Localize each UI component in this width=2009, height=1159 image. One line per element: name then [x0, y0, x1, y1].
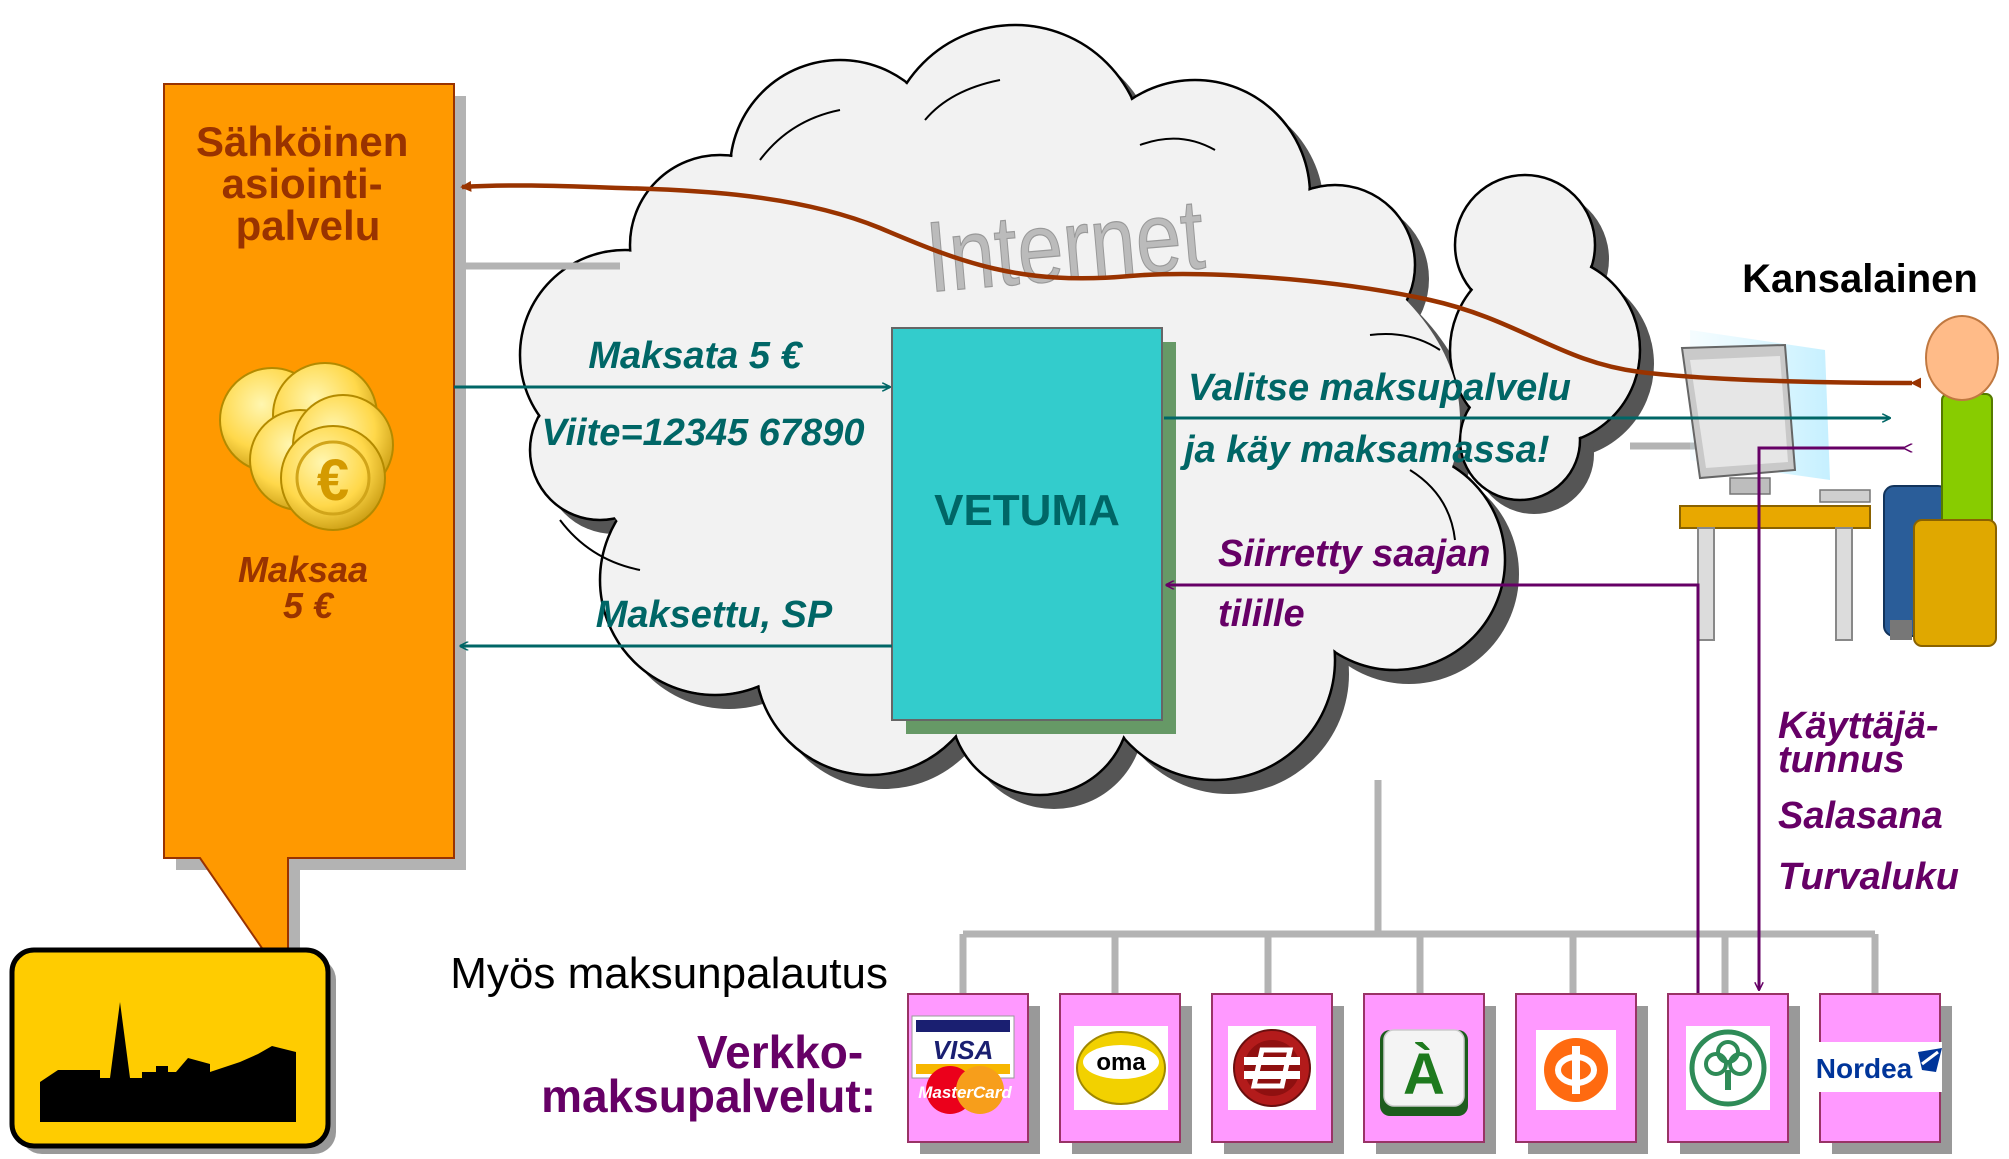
e-service-title: Sähköinen asiointi- palvelu: [196, 118, 420, 249]
provider-card[interactable]: Nordea: [1804, 993, 1952, 1154]
provider-card[interactable]: oma: [1059, 993, 1192, 1154]
user-credentials-arrow: [1759, 448, 1904, 990]
payment-confirmed-label: Maksettu, SP: [596, 594, 833, 636]
visa-mastercard-logo: VISA MasterCard: [911, 1015, 1015, 1114]
citizen-at-computer-icon: [1679, 315, 1999, 647]
svg-text:MasterCard: MasterCard: [918, 1083, 1012, 1102]
provider-card[interactable]: [1211, 993, 1344, 1154]
pays-amount: Maksaa 5 €: [238, 549, 378, 626]
aktia-logo: À: [1380, 1029, 1468, 1116]
op-logo: [1536, 1030, 1616, 1110]
credentials-label: Käyttäjä- tunnus Salasana Turvaluku: [1778, 705, 1959, 898]
euro-coins-icon: €: [219, 362, 394, 531]
provider-card[interactable]: [1515, 993, 1648, 1154]
transfer-confirmed-arrow: [1166, 585, 1700, 1000]
municipality-sign-icon: [9, 947, 336, 1154]
citizen-label: Kansalainen: [1742, 257, 1978, 301]
vetuma-box: [891, 327, 1163, 721]
transferred-label: Siirretty saajan tilille: [1218, 533, 1501, 635]
sampo-logo: [1228, 1026, 1316, 1110]
svg-text:Nordea: Nordea: [1816, 1053, 1913, 1084]
svg-text:VISA: VISA: [933, 1035, 994, 1065]
svg-text:€: €: [317, 448, 349, 513]
online-payment-services-label: Verkko- maksupalvelut:: [541, 1026, 876, 1122]
payment-request-label: Maksata 5 €: [588, 335, 803, 377]
e-service-callout: [163, 83, 466, 998]
svg-text:oma: oma: [1096, 1049, 1146, 1076]
provider-card[interactable]: VISA MasterCard: [907, 993, 1040, 1154]
vetuma-label: VETUMA: [934, 486, 1120, 535]
savings-bank-tree-logo: [1686, 1026, 1770, 1110]
reference-label: Viite=12345 67890: [542, 412, 865, 454]
svg-text:À: À: [1403, 1042, 1445, 1107]
go-pay-label: ja käy maksamassa!: [1179, 429, 1550, 471]
choose-service-label: Valitse maksupalvelu: [1188, 367, 1571, 409]
payment-providers: VISA MasterCard oma: [907, 993, 1952, 1154]
nordea-logo: Nordea: [1804, 1042, 1942, 1092]
redirect-flow-path: [460, 180, 1922, 389]
refund-note: Myös maksunpalautus: [450, 949, 888, 998]
provider-card[interactable]: À: [1363, 993, 1496, 1154]
oma-logo: oma: [1074, 1026, 1168, 1110]
provider-card[interactable]: [1667, 993, 1800, 1154]
